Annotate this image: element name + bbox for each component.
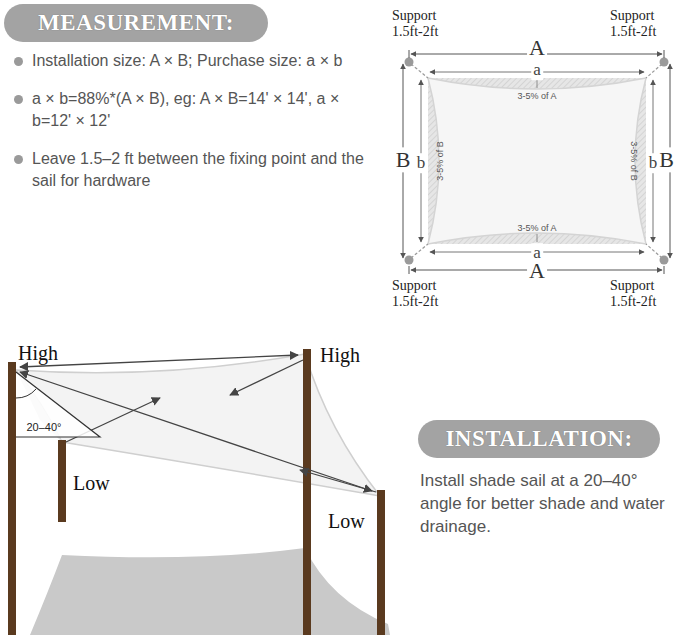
sag-note: 3-5% of A bbox=[517, 223, 556, 233]
sag-note: 3-5% of A bbox=[517, 91, 556, 101]
bullet-text: Leave 1.5–2 ft between the fixing point … bbox=[32, 150, 364, 189]
bullet-item: Leave 1.5–2 ft between the fixing point … bbox=[14, 148, 378, 192]
banner-text: MEASUREMENT: bbox=[38, 10, 234, 36]
bullet-text: Installation size: A × B; Purchase size:… bbox=[32, 52, 342, 69]
sag-note: 3-5% of B bbox=[435, 141, 445, 181]
installation-figure bbox=[8, 349, 390, 635]
bullet-dot bbox=[14, 95, 23, 104]
sag-note: 3-5% of B bbox=[629, 141, 639, 181]
support-note: Support 1.5ft-2ft bbox=[610, 278, 676, 310]
angle-label: 20–40° bbox=[27, 421, 62, 434]
dimension-label: B bbox=[657, 147, 676, 172]
bullet-item: a × b=88%*(A × B), eg: A × B=14' × 14', … bbox=[14, 88, 378, 132]
dimension-label: a bbox=[531, 60, 543, 80]
corner-label: Low bbox=[328, 510, 365, 533]
dimension-label: A bbox=[527, 35, 547, 60]
dimension-label: B bbox=[394, 147, 413, 172]
dimension-label: b bbox=[415, 153, 428, 173]
measurement-figure bbox=[403, 50, 670, 274]
support-note: Support 1.5ft-2ft bbox=[610, 8, 676, 40]
instruction-text: Install shade sail at a 20–40° angle for… bbox=[420, 470, 672, 539]
corner-label: High bbox=[18, 342, 58, 365]
bullet-item: Installation size: A × B; Purchase size:… bbox=[14, 50, 378, 72]
corner-label: High bbox=[320, 344, 360, 367]
banner-pill: INSTALLATION: bbox=[418, 420, 660, 458]
bullet-dot bbox=[14, 155, 23, 164]
bullet-text: a × b=88%*(A × B), eg: A × B=14' × 14', … bbox=[32, 90, 339, 129]
support-note: Support 1.5ft-2ft bbox=[392, 8, 458, 40]
support-note: Support 1.5ft-2ft bbox=[392, 278, 458, 310]
corner-label: Low bbox=[73, 472, 110, 495]
bullet-list: Installation size: A × B; Purchase size:… bbox=[14, 50, 378, 208]
bullet-dot bbox=[14, 57, 23, 66]
dimension-label: A bbox=[527, 258, 547, 283]
banner-pill: MEASUREMENT: bbox=[4, 4, 268, 42]
banner-text: INSTALLATION: bbox=[445, 426, 632, 452]
